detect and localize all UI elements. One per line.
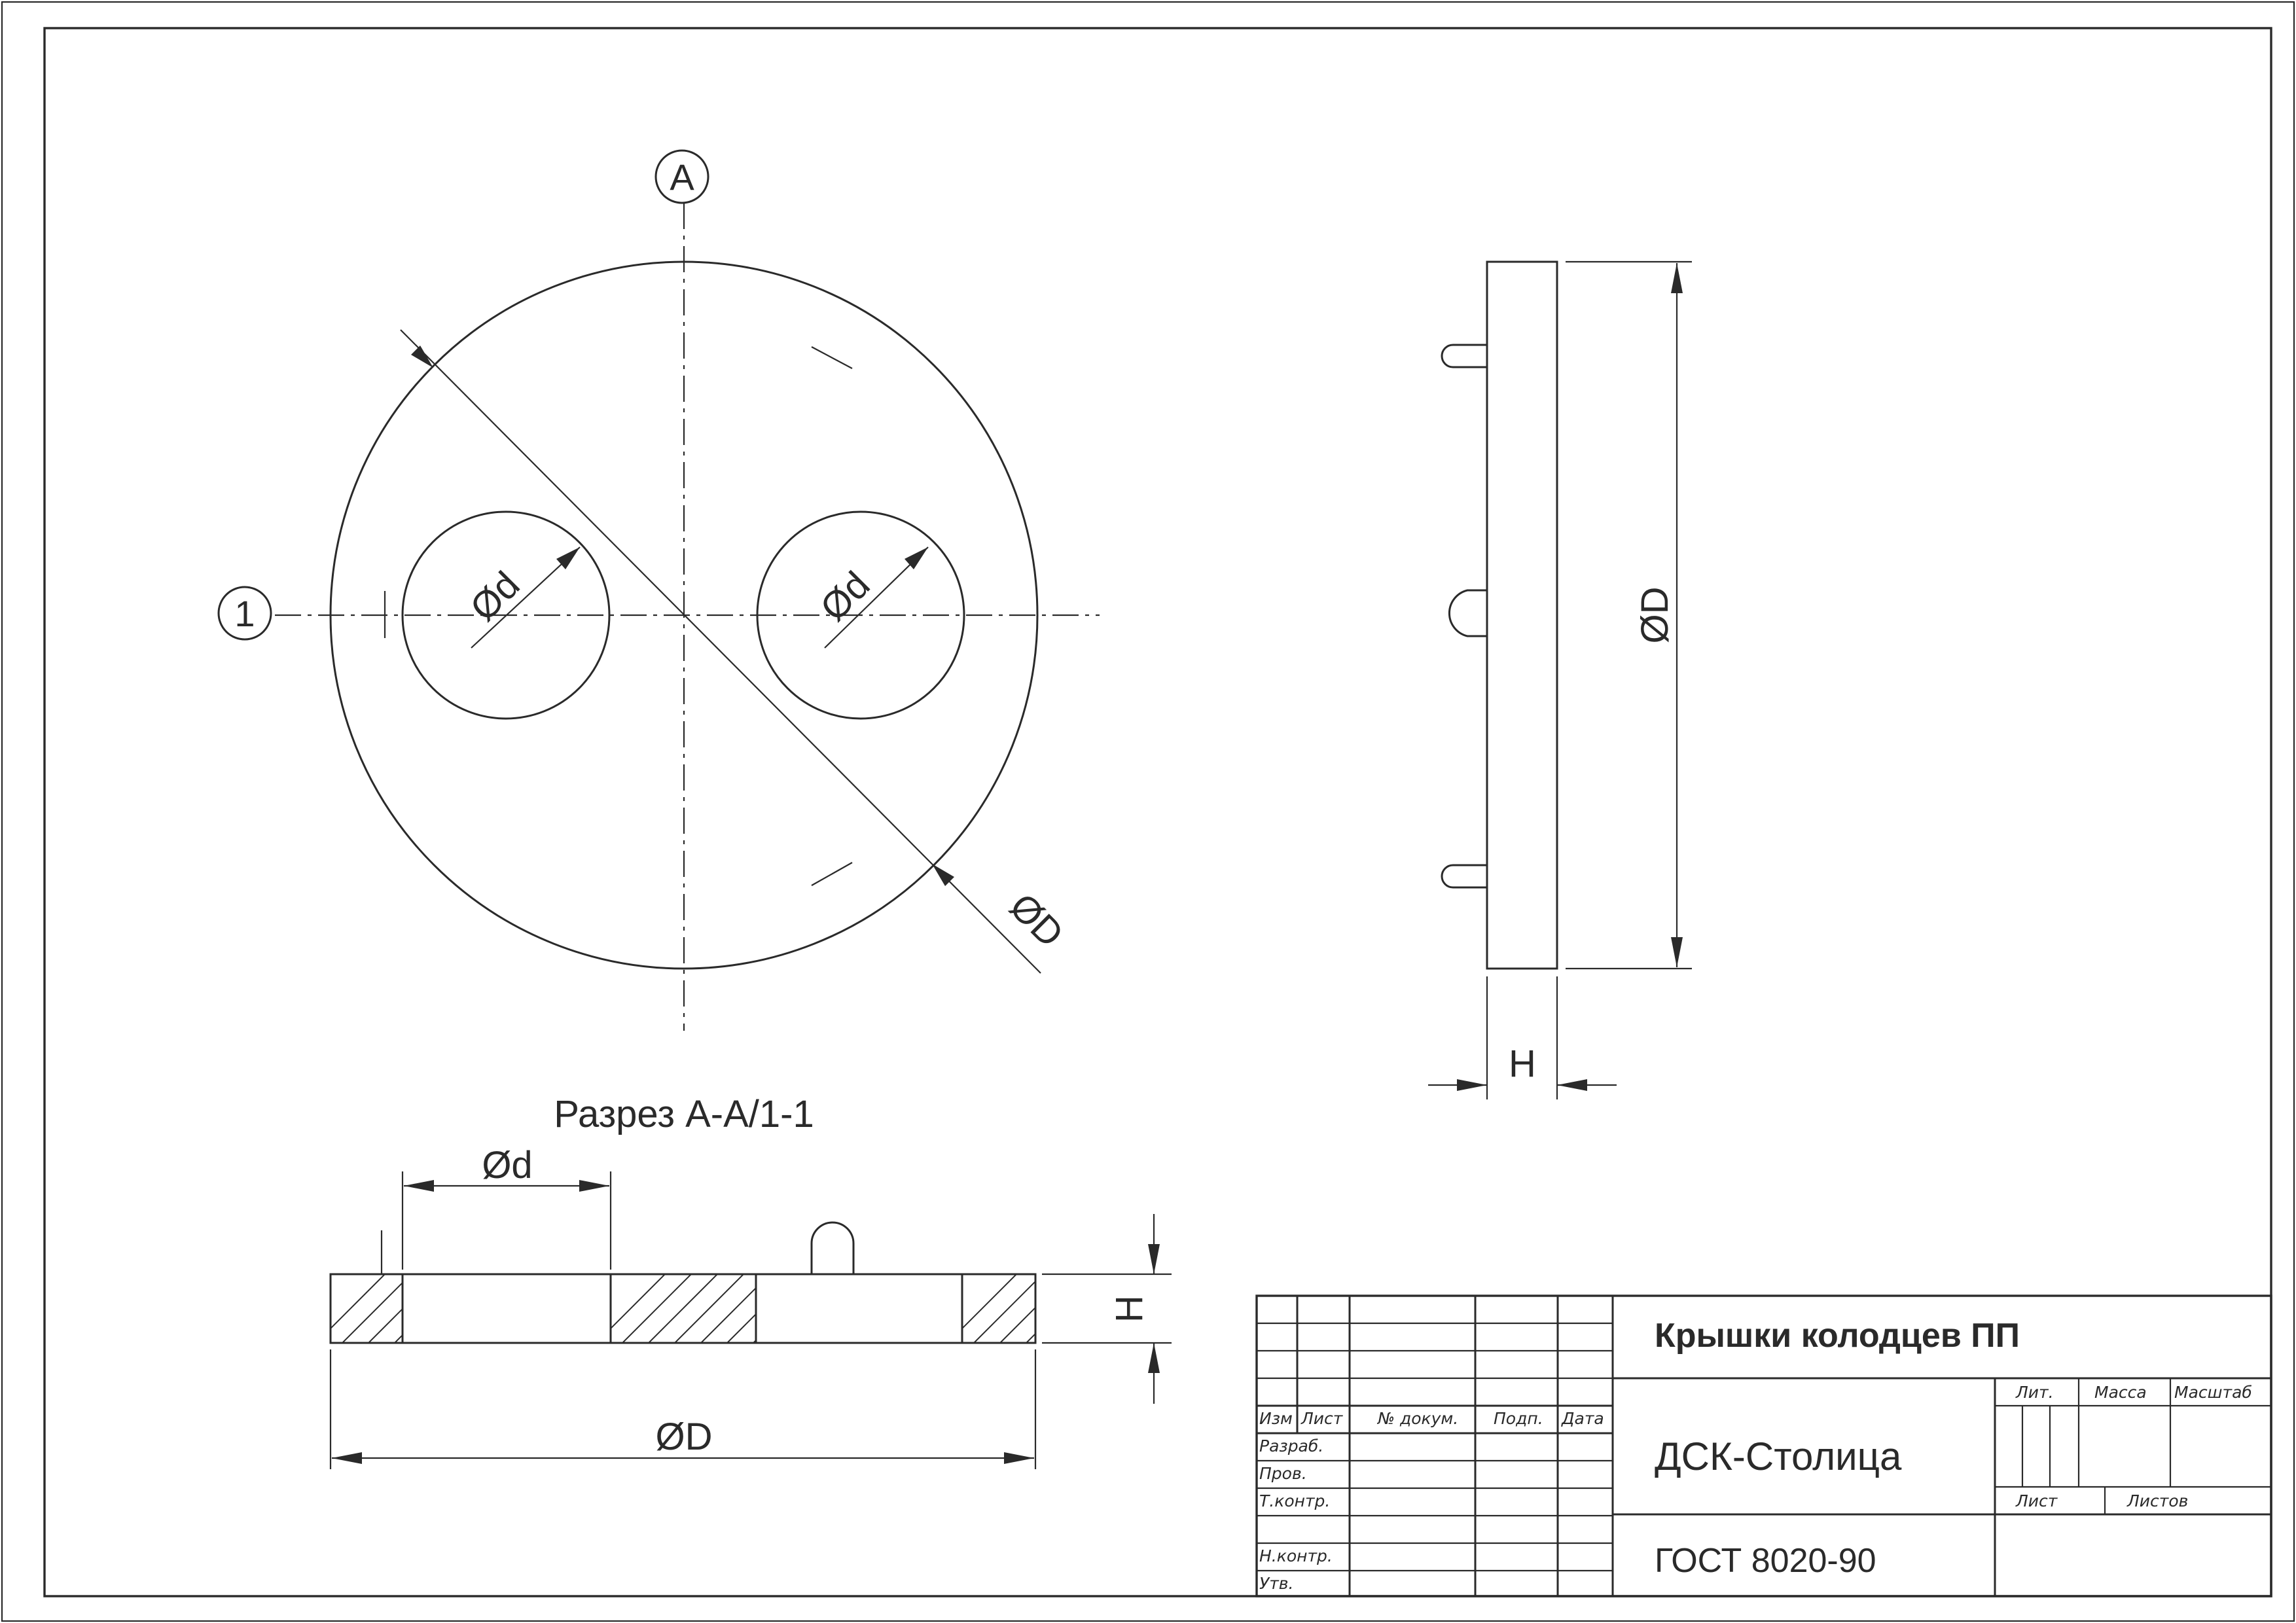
hole-left-diameter-label: Ød bbox=[462, 563, 528, 630]
handle-bottom bbox=[1441, 864, 1487, 889]
tb-row-tkontr: Т.контр. bbox=[1259, 1491, 1330, 1510]
tb-sheet: Лист bbox=[2015, 1491, 2058, 1510]
arrow-icon bbox=[411, 346, 433, 368]
section-marker-a bbox=[655, 149, 709, 204]
tick-mark bbox=[811, 346, 853, 369]
section-hole-diameter-label: Ød bbox=[482, 1144, 532, 1186]
title-block-frame bbox=[1255, 1294, 2272, 1597]
hatch-right bbox=[962, 1274, 1035, 1343]
tb-scale: Масштаб bbox=[2174, 1383, 2252, 1402]
tb-lit: Лит. bbox=[2015, 1383, 2054, 1402]
tb-col-sign: Подп. bbox=[1494, 1409, 1543, 1428]
drawing-frame bbox=[43, 27, 2272, 1597]
arrow-icon bbox=[556, 547, 580, 569]
cover-profile bbox=[1486, 260, 1558, 970]
section-marker-a-label: А bbox=[670, 156, 694, 198]
hatch-left bbox=[331, 1274, 403, 1343]
handle-top bbox=[1441, 344, 1487, 368]
tb-mass: Масса bbox=[2094, 1383, 2147, 1402]
section-diameter-D-label: ØD bbox=[656, 1416, 713, 1458]
arrow-icon bbox=[1148, 1343, 1160, 1373]
section-outline bbox=[329, 1273, 1037, 1344]
handle-middle bbox=[1448, 589, 1487, 637]
tb-row-nkontr: Н.контр. bbox=[1259, 1546, 1333, 1565]
hatch-middle bbox=[611, 1274, 756, 1343]
tick-mark bbox=[811, 862, 853, 886]
plan-view: А 1 ØD Ød Ød bbox=[217, 149, 1100, 1031]
side-diameter-D-label: ØD bbox=[1634, 587, 1676, 644]
arrow-icon bbox=[1004, 1452, 1034, 1464]
section-handle bbox=[810, 1221, 855, 1274]
arrow-icon bbox=[1671, 263, 1683, 293]
tb-col-list: Лист bbox=[1300, 1409, 1344, 1428]
tb-row-utv: Утв. bbox=[1259, 1574, 1293, 1593]
arrow-icon bbox=[932, 864, 954, 886]
tb-row-razrab: Разраб. bbox=[1259, 1436, 1323, 1455]
section-height-label: H bbox=[1108, 1295, 1151, 1323]
tb-col-izm: Изм bbox=[1259, 1409, 1293, 1428]
tb-standard: ГОСТ 8020-90 bbox=[1655, 1542, 1876, 1580]
side-view: ØD H bbox=[1428, 260, 1692, 1099]
hole-right-diameter-label: Ød bbox=[812, 563, 878, 630]
arrow-icon bbox=[1671, 937, 1683, 967]
arrow-icon bbox=[905, 547, 928, 569]
tb-row-prov: Пров. bbox=[1259, 1464, 1307, 1483]
arrow-icon bbox=[579, 1180, 609, 1192]
section-view: Разрез А-А/1-1 bbox=[329, 1093, 1172, 1469]
tb-col-doc: № докум. bbox=[1376, 1409, 1458, 1428]
arrow-icon bbox=[1148, 1244, 1160, 1274]
side-height-label: H bbox=[1509, 1043, 1536, 1085]
tb-sheets: Листов bbox=[2126, 1491, 2188, 1510]
section-marker-1 bbox=[217, 586, 272, 641]
section-marker-1-label: 1 bbox=[234, 593, 255, 634]
arrow-icon bbox=[1457, 1079, 1487, 1091]
tb-col-date: Дата bbox=[1561, 1409, 1604, 1428]
arrow-icon bbox=[1557, 1079, 1587, 1091]
tb-company: ДСК-Столица bbox=[1655, 1435, 1902, 1478]
hole-left bbox=[401, 510, 611, 720]
title-block: Изм Лист № докум. Подп. Дата Разраб. Про… bbox=[1255, 1294, 2272, 1597]
arrow-icon bbox=[332, 1452, 362, 1464]
arrow-icon bbox=[404, 1180, 434, 1192]
section-title: Разрез А-А/1-1 bbox=[554, 1093, 814, 1135]
tb-product-name: Крышки колодцев ПП bbox=[1655, 1317, 2020, 1355]
